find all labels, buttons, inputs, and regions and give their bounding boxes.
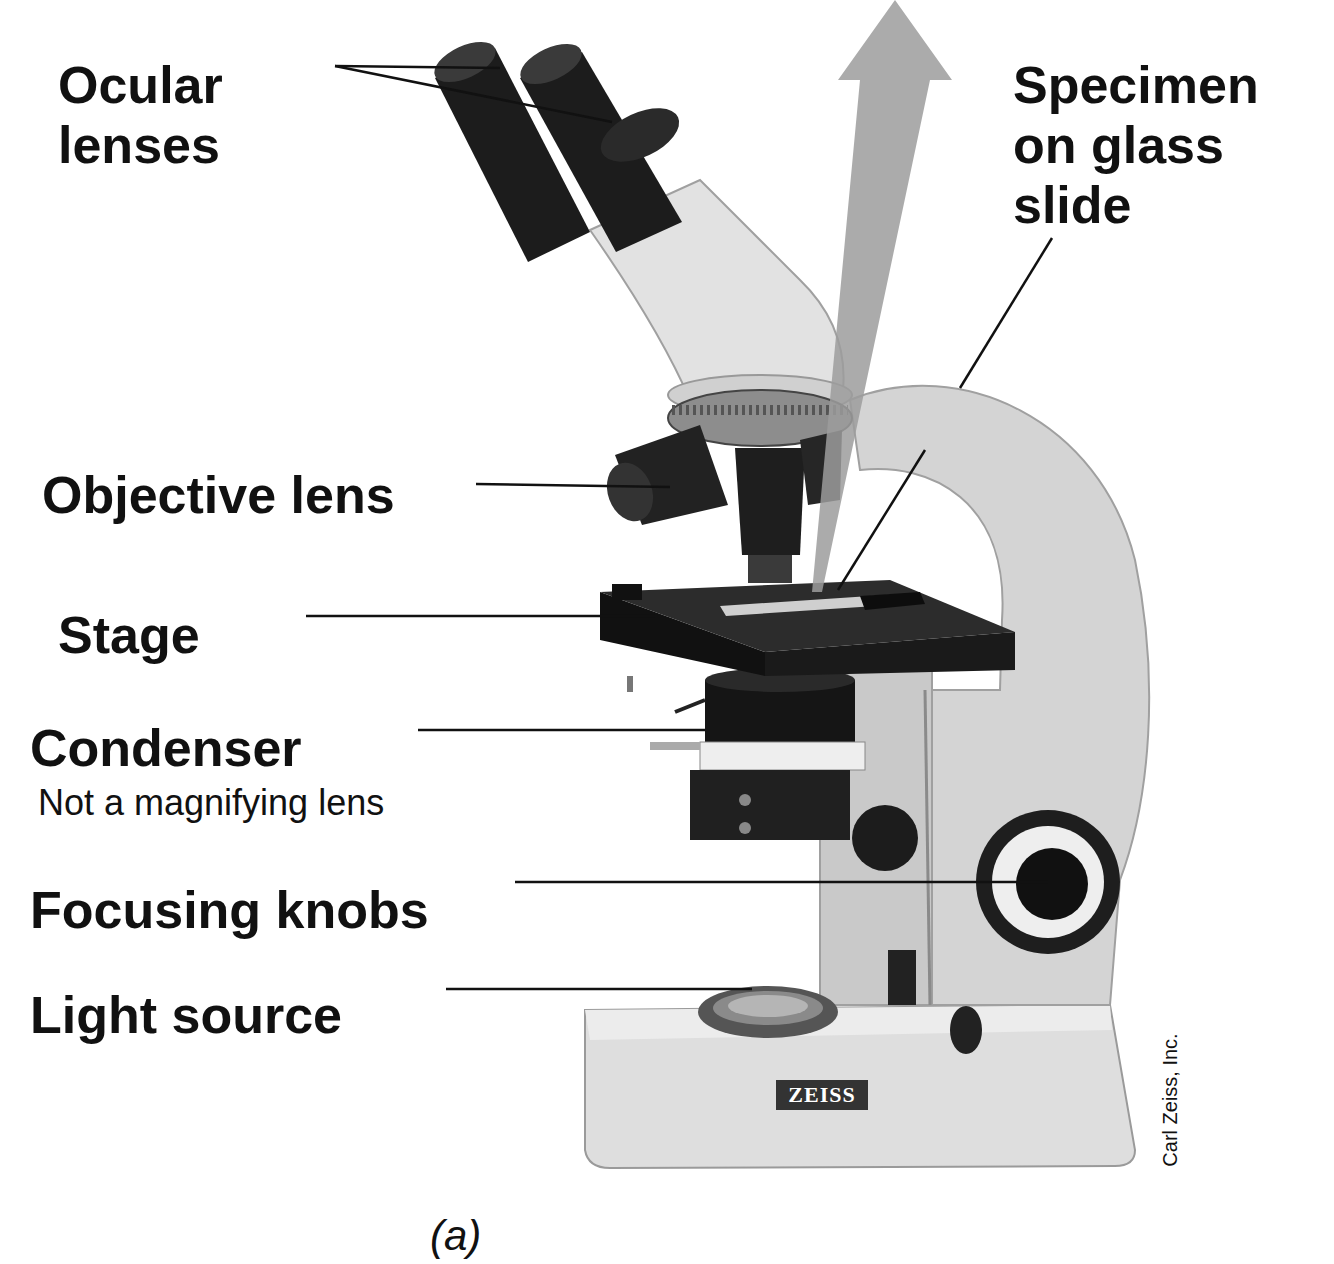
part-label: Condenser [30, 718, 302, 778]
part-label: Focusing knobs [30, 880, 429, 940]
microscope-base [585, 1005, 1135, 1168]
note-text: Not a magnifying lens [38, 783, 384, 823]
microscope-arm [820, 386, 1149, 1005]
stage-platform-shape [860, 592, 925, 610]
focus-knobs-shape [888, 950, 916, 1005]
ocular-tubes-shape [428, 34, 501, 91]
condenser-body-shape [690, 770, 850, 840]
condenser-body-shape [675, 700, 705, 712]
stage-platform-shape [627, 676, 633, 692]
ocular-tubes-shape [514, 36, 587, 93]
microscope-arm-shape [925, 690, 930, 1005]
microscope-base-shape [585, 1005, 1112, 1040]
part-label: Ocular lenses [58, 55, 278, 175]
stage-platform [600, 580, 1015, 692]
part-label: Specimen on glass slide [1013, 55, 1308, 235]
brand-mark: ZEISS [788, 1082, 855, 1108]
leader-lines-shape [335, 66, 612, 122]
light-source-ring-shape [713, 991, 823, 1025]
condenser-body-shape [700, 742, 865, 770]
leader-lines-shape [960, 238, 1052, 388]
leader-lines-shape [306, 615, 655, 618]
part-label: Light source [30, 985, 342, 1045]
focus-knobs [852, 805, 1120, 1054]
condenser-body-shape [739, 822, 751, 834]
part-label: Stage [58, 605, 200, 665]
leader-lines-shape [838, 450, 925, 590]
panel-letter: (a) [430, 1212, 481, 1260]
zeiss-plate-shape [776, 1080, 868, 1110]
objective-lenses-shape [735, 448, 805, 555]
objective-lenses-shape [599, 456, 661, 527]
nosepiece-shape [672, 405, 848, 415]
leader-lines-shape [446, 988, 752, 991]
leader-lines-shape [418, 729, 705, 732]
condenser-body-shape [739, 794, 751, 806]
stage-platform-shape [612, 584, 642, 600]
objective-lenses-shape [748, 555, 792, 583]
objective-lenses [599, 425, 842, 583]
light-source-ring-shape [698, 986, 838, 1038]
credit-text: Carl Zeiss, Inc. [1158, 1033, 1182, 1166]
focus-knobs-shape [852, 805, 918, 871]
light-source-ring [698, 986, 838, 1038]
microscope-base-shape [585, 1005, 1135, 1168]
ocular-tubes-shape [593, 97, 688, 172]
zeiss-plate [776, 1080, 868, 1110]
stage-platform-shape [600, 580, 1015, 652]
leader-lines [306, 66, 1052, 989]
condenser-body-shape [650, 742, 700, 750]
focus-knobs-shape [950, 1006, 982, 1054]
leader-lines-shape [476, 484, 670, 487]
light-path-arrow-shape [812, 0, 952, 592]
condenser-body [650, 668, 865, 840]
part-label: Objective lens [42, 465, 395, 525]
light-path-arrow [812, 0, 952, 592]
leader-lines-shape [515, 881, 1048, 884]
focus-knobs-shape [1016, 848, 1088, 920]
leader-lines-shape [335, 66, 500, 68]
light-source-ring-shape [728, 995, 808, 1017]
